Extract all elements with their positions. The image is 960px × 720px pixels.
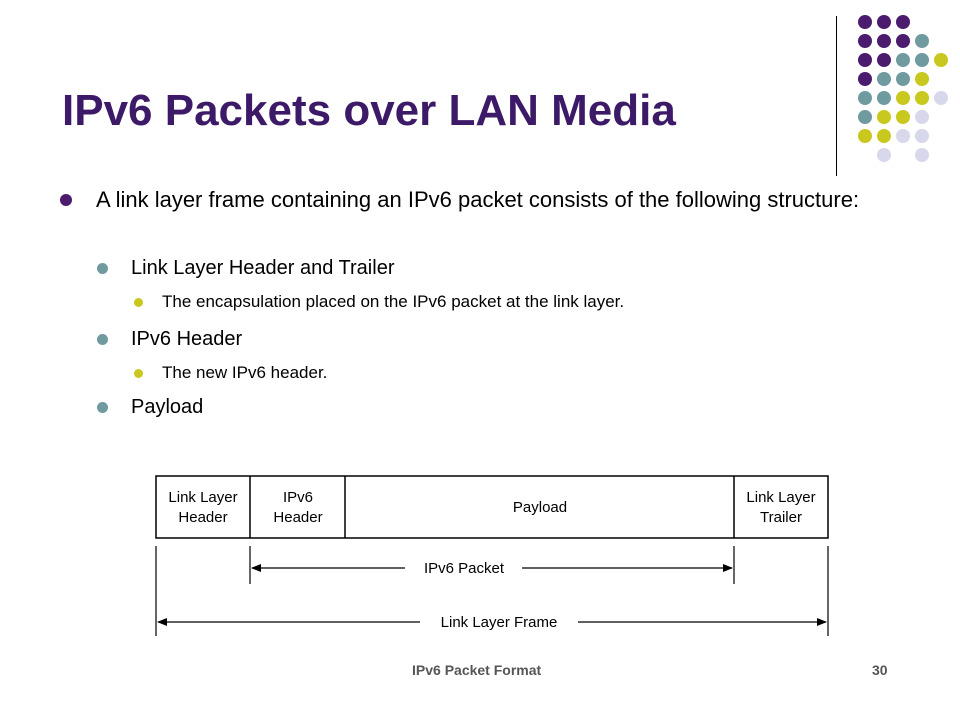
decorative-dot: [858, 53, 872, 67]
cell-ipv6-header-line2: Header: [273, 509, 322, 526]
bullet-ipv6-header: IPv6 Header: [131, 328, 243, 350]
decorative-dot: [915, 148, 929, 162]
decorative-dot: [915, 110, 929, 124]
title-divider-line: [836, 16, 837, 176]
ipv6-packet-label: IPv6 Packet: [424, 560, 505, 577]
decorative-dot: [858, 110, 872, 124]
decorative-dot: [896, 72, 910, 86]
page-number: 30: [872, 662, 888, 678]
cell-trailer-line1: Link Layer: [746, 489, 815, 506]
decorative-dot: [877, 34, 891, 48]
bullet-dot: [97, 263, 108, 274]
bullet-link-layer: Link Layer Header and Trailer: [131, 257, 395, 279]
decorative-dot: [858, 72, 872, 86]
decorative-dot: [896, 129, 910, 143]
cell-payload: Payload: [513, 499, 567, 516]
decorative-dot: [915, 129, 929, 143]
decorative-dot-grid: [0, 0, 960, 180]
decorative-dot: [915, 91, 929, 105]
decorative-dot: [877, 148, 891, 162]
decorative-dot: [877, 129, 891, 143]
decorative-dot: [896, 91, 910, 105]
decorative-dot: [934, 91, 948, 105]
decorative-dot: [934, 53, 948, 67]
decorative-dot: [858, 129, 872, 143]
cell-trailer-line2: Trailer: [760, 509, 802, 526]
bullet-dot: [134, 298, 143, 307]
decorative-dot: [858, 15, 872, 29]
decorative-dot: [877, 53, 891, 67]
decorative-dot: [896, 53, 910, 67]
bullet-dot: [97, 334, 108, 345]
cell-link-header-line1: Link Layer: [168, 489, 237, 506]
cell-link-header-line2: Header: [178, 509, 227, 526]
decorative-dot: [915, 53, 929, 67]
bullet-dot: [134, 369, 143, 378]
bullet-dot: [97, 402, 108, 413]
cell-ipv6-header-line1: IPv6: [283, 489, 313, 506]
decorative-dot: [915, 34, 929, 48]
diagram-frame-box: [155, 475, 829, 539]
bullet-dot: [60, 194, 72, 206]
bullet-link-layer-desc: The encapsulation placed on the IPv6 pac…: [162, 292, 625, 311]
decorative-dot: [896, 15, 910, 29]
footer-title: IPv6 Packet Format: [412, 662, 542, 678]
bullet-ipv6-header-desc: The new IPv6 header.: [162, 363, 328, 382]
frame-label: Link Layer Frame: [441, 614, 558, 631]
bullet-payload: Payload: [131, 396, 204, 418]
decorative-dot: [877, 91, 891, 105]
decorative-dot: [877, 72, 891, 86]
decorative-dot: [896, 34, 910, 48]
decorative-dot: [858, 91, 872, 105]
slide-title: IPv6 Packets over LAN Media: [62, 86, 676, 135]
decorative-dot: [877, 15, 891, 29]
decorative-dot: [877, 110, 891, 124]
bullet-main-text: A link layer frame containing an IPv6 pa…: [96, 187, 860, 212]
decorative-dot: [915, 72, 929, 86]
decorative-dot: [858, 34, 872, 48]
decorative-dot: [896, 110, 910, 124]
